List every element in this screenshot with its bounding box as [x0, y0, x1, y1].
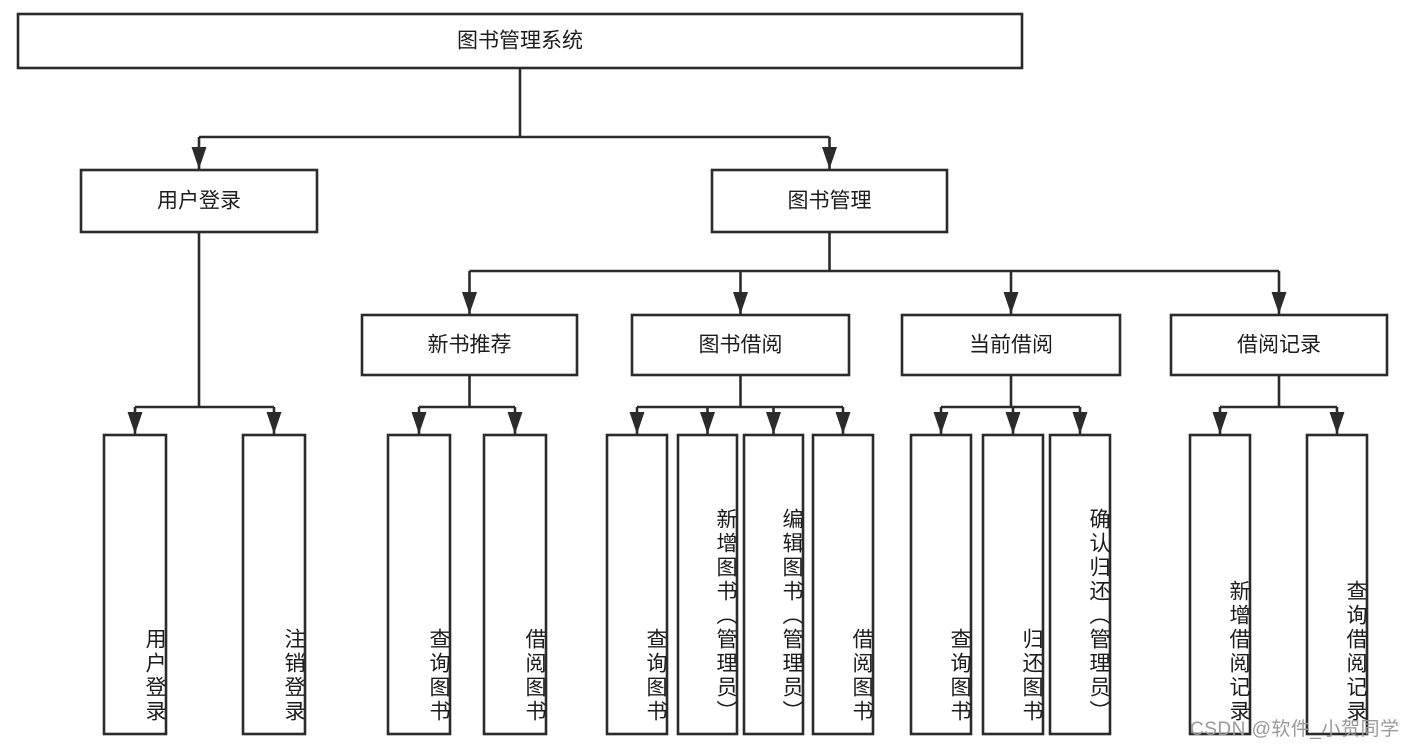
arrow-head-icon: [266, 412, 282, 434]
node-leaf-0[interactable]: [102, 433, 168, 736]
arrow-head-icon: [1003, 292, 1019, 314]
node-leaf-10[interactable]: [1048, 433, 1112, 736]
arrow-head-icon: [462, 292, 477, 314]
arrow-head-icon: [127, 412, 143, 434]
arrow-head-icon: [191, 147, 207, 169]
arrow-head-icon: [835, 412, 851, 434]
arrow-head-icon: [1212, 412, 1228, 434]
arrow-head-icon: [1271, 292, 1287, 314]
node-leaf-3[interactable]: [482, 433, 548, 736]
node-level3-0[interactable]: [360, 313, 579, 377]
node-leaf-1[interactable]: [241, 433, 307, 736]
node-leaf-8[interactable]: [909, 433, 973, 736]
node-leaf-4[interactable]: [605, 433, 669, 736]
arrow-head-icon: [700, 412, 715, 434]
arrow-head-icon: [766, 412, 781, 434]
node-leaf-5[interactable]: [676, 433, 739, 736]
node-leaf-2[interactable]: [386, 433, 452, 736]
node-label: 图书管理: [788, 190, 872, 213]
arrow-head-icon: [1072, 412, 1088, 434]
connector-layer: [127, 68, 1345, 434]
node-leaf-7[interactable]: [811, 433, 875, 736]
arrow-head-icon: [507, 412, 523, 434]
node-root-图书管理系统[interactable]: [16, 12, 1024, 70]
node-label: 图书借阅: [699, 334, 783, 357]
watermark-text: CSDN @软件_小贺同学: [1190, 719, 1400, 740]
node-level2-0[interactable]: [79, 168, 319, 234]
arrow-head-icon: [933, 412, 949, 434]
node-level3-2[interactable]: [900, 313, 1122, 377]
node-label: 当前借阅: [969, 334, 1053, 357]
node-leaf-6[interactable]: [742, 433, 805, 736]
node-leaf-12[interactable]: [1305, 433, 1369, 736]
arrow-head-icon: [411, 412, 427, 434]
node-label: 借阅记录: [1237, 334, 1321, 357]
arrow-head-icon: [733, 292, 748, 314]
arrow-head-icon: [1005, 412, 1021, 434]
arrow-head-icon: [1329, 412, 1345, 434]
node-level3-1[interactable]: [630, 313, 851, 377]
node-label: 新书推荐: [428, 334, 512, 357]
arrow-head-icon: [822, 147, 837, 169]
node-label: 图书管理系统: [457, 30, 583, 53]
node-level3-3[interactable]: [1169, 313, 1389, 377]
node-level2-1[interactable]: [710, 168, 949, 234]
node-label: 用户登录: [157, 190, 241, 213]
node-leaf-9[interactable]: [981, 433, 1045, 736]
arrow-head-icon: [629, 412, 645, 434]
node-leaf-11[interactable]: [1188, 433, 1252, 736]
